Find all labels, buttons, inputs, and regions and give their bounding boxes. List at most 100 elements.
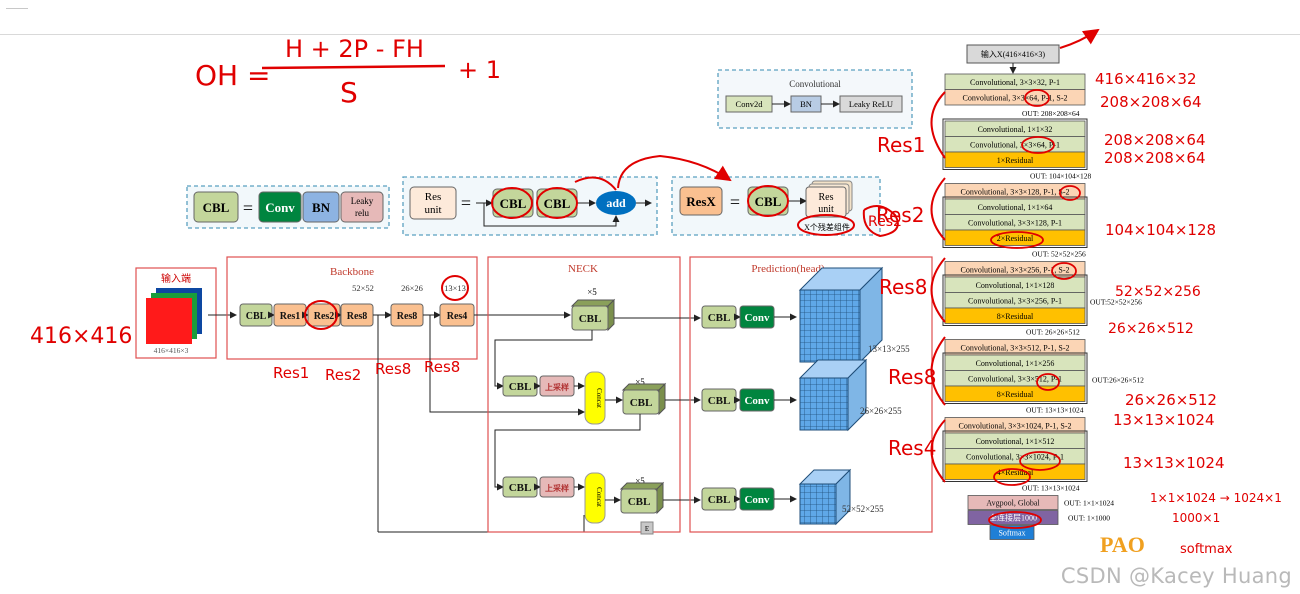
neck-cbl-13-side — [607, 298, 615, 332]
head-cbl-0-label: CBL — [708, 312, 731, 324]
convolutional-legend: Convolutional Conv2d BN Leaky ReLU — [717, 69, 913, 129]
head-cbl-1-label: CBL — [708, 395, 731, 407]
backbone-frame — [226, 256, 478, 360]
head-conv-2-label: Conv — [744, 494, 770, 506]
scale-label-13: 13×13 — [444, 283, 466, 293]
ink-res52-label: Res2 — [868, 214, 902, 230]
neck-cbl-13-top — [570, 299, 616, 307]
darknet-tail-out-0: OUT: 1×1×1024 — [1064, 499, 1114, 508]
legend-relu-label: Leaky ReLU — [849, 99, 893, 109]
neck-route-26-52 — [494, 414, 641, 491]
darknet-row-label-12: 8×Residual — [997, 312, 1034, 321]
darknet-tail-label-0: Avgpool, Global — [986, 499, 1040, 508]
ink-circle-resx-caption — [797, 214, 855, 236]
ink-circle-resunit-cbl1 — [491, 187, 533, 219]
neck-cbl-52-side — [656, 481, 664, 515]
ink-under-res1: Res1 — [273, 364, 309, 382]
ink-circle-512 — [1036, 373, 1060, 391]
darknet-row-1 — [944, 89, 1086, 106]
input-channel-red — [146, 298, 192, 344]
darknet-out-0: OUT: 208×208×64 — [1022, 109, 1080, 118]
cbl-def-bn-label: BN — [312, 200, 331, 215]
ink-circle-3x3x64 — [1021, 136, 1055, 154]
darknet-out-2: OUT: 52×52×256 — [1032, 250, 1086, 259]
head-cbl-2-label: CBL — [708, 494, 731, 506]
ink-arrow-cbl — [574, 176, 617, 191]
neck-cbl-b-label: CBL — [509, 482, 532, 494]
ink-circle-resunit-cbl2 — [536, 187, 578, 219]
legend-conv2d-label: Conv2d — [736, 99, 764, 109]
cbl-def-cbl-label: CBL — [203, 200, 230, 215]
ink-circle-4x-residual — [993, 468, 1031, 486]
darknet-tail-out-1: OUT: 1×1000 — [1068, 514, 1110, 523]
scale-label-52: 52×52 — [352, 283, 374, 293]
neck-cbl-52-label: CBL — [628, 496, 651, 508]
darknet-out-4: OUT: 26×26×512 — [1026, 328, 1080, 337]
darknet-row-label-18: Convolutional, 1×1×512 — [976, 437, 1055, 446]
cbl-def-leaky-label2: relu — [355, 208, 369, 218]
neck-route-13-26 — [494, 330, 593, 390]
neck-frame — [487, 256, 681, 533]
darknet-tail-label-1: 全连接层1000 — [989, 513, 1037, 523]
neck-cbl-26-box — [622, 389, 660, 415]
ink-under-res2: Res2 — [325, 366, 361, 384]
prediction-title: Prediction(head) — [751, 263, 825, 275]
resx-def-caption: X个残差组件 — [804, 222, 850, 232]
cbl-def-bn-box — [302, 191, 340, 223]
darknet-row-label-19: Convolutional, 3×3×1024, P-1 — [966, 453, 1064, 462]
top-toolbar — [0, 0, 1300, 35]
darknet-row-8 — [944, 229, 1086, 246]
cbl-def-equals: = — [243, 198, 253, 218]
fraction-bar — [261, 64, 446, 70]
ink-note-8: 26×26×512 — [1125, 391, 1217, 409]
ink-note-5: 104×104×128 — [1105, 221, 1216, 239]
resx-def-equals: = — [730, 192, 740, 212]
ink-res-group-3: Res8 — [879, 275, 927, 299]
resunit-skip-connection — [483, 203, 620, 227]
neck-cbl-13-label: CBL — [579, 313, 602, 325]
head-cube-front-1 — [799, 377, 849, 431]
darknet-input-label: 输入X(416×416×3) — [981, 49, 1045, 59]
ink-bracket-res2 — [930, 177, 946, 241]
input-size-label: 416×416×3 — [154, 346, 189, 355]
neck-x5-1: ×5 — [587, 287, 597, 297]
resx-def-resx-label: ResX — [686, 194, 716, 209]
darknet-row-label-16: 8×Residual — [997, 390, 1034, 399]
prediction-frame — [689, 256, 933, 533]
darknet-row-label-3: Convolutional, 3×3×64, P-1 — [970, 141, 1060, 150]
pao-logo: PAO — [1100, 532, 1145, 557]
neck-concat-a — [584, 371, 606, 425]
csdn-watermark: CSDN @Kacey Huang — [1060, 564, 1292, 588]
pao-logo-text: PAO — [1100, 532, 1145, 557]
ink-arrow-add — [617, 154, 732, 189]
backbone-tap-26 — [423, 314, 585, 416]
ink-note-13: softmax — [1180, 542, 1233, 557]
resunit-def-unit-box — [409, 186, 457, 220]
ink-circle-1024 — [1019, 451, 1061, 471]
darknet-row-label-2: Convolutional, 1×1×32 — [978, 125, 1053, 134]
darknet-row-label-0: Convolutional, 3×3×32, P-1 — [970, 78, 1060, 87]
neck-x5-2: ×5 — [635, 377, 645, 387]
resunit-def-add-label: add — [606, 196, 626, 210]
backbone-block-5-label: Res4 — [447, 311, 468, 322]
darknet-row-12 — [944, 307, 1086, 324]
cbl-def-leaky-label1: Leaky — [351, 196, 374, 206]
ink-note-11: 1×1×1024 → 1024×1 — [1150, 491, 1282, 505]
darknet-table: 输入X(416×416×3) Convolutional, 3×3×32, P-… — [942, 44, 1144, 540]
ink-note-4: 208×208×64 — [1104, 149, 1205, 167]
ink-circle-13x13 — [441, 275, 469, 301]
head-output-label-2: 52×52×255 — [842, 504, 884, 514]
neck-cbl-26-label: CBL — [630, 397, 653, 409]
darknet-row-label-11: Convolutional, 3×3×256, P-1 — [968, 297, 1062, 306]
resx-def-unit-label1: Res — [819, 192, 834, 203]
resx-def-cbl-label: CBL — [755, 194, 782, 209]
input-title: 输入端 — [161, 272, 191, 285]
ink-res-group-4: Res8 — [888, 365, 936, 389]
backbone-block-3-label: Res8 — [347, 311, 368, 322]
ink-bracket-res4 — [930, 419, 946, 483]
cbl-definition: CBL = Conv BN Leaky relu — [186, 185, 390, 229]
